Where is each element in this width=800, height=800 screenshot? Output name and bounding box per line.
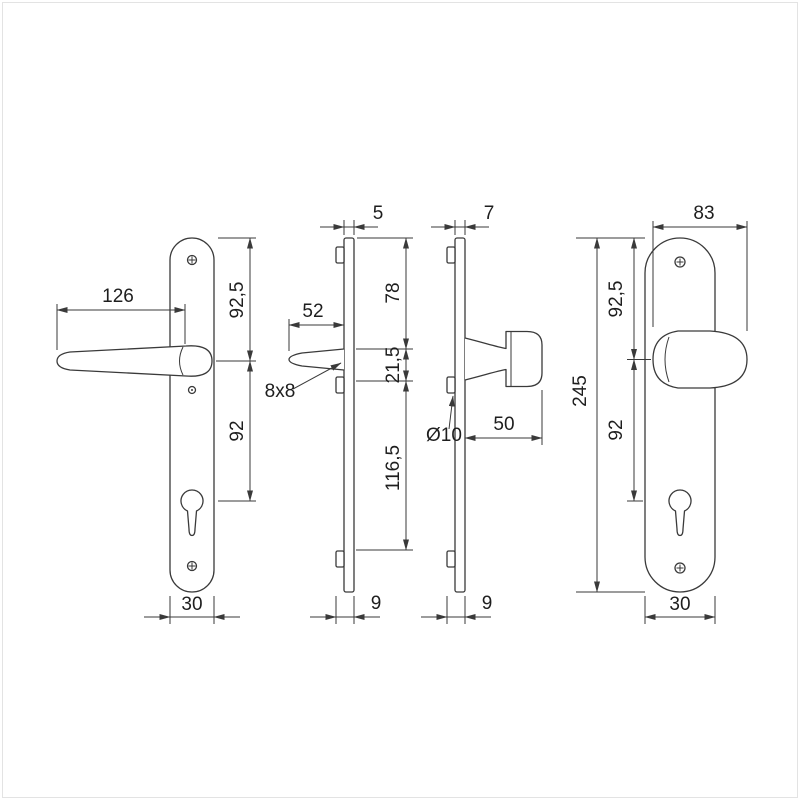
dim-knob-side-depth-label: 9	[482, 593, 493, 614]
screw-bottom-knob-icon	[674, 562, 686, 574]
fixing-boss-bottom-knob	[446, 550, 456, 568]
lever-backplate-side-outline	[343, 237, 355, 593]
dim-handle-projection-52: 52	[288, 301, 345, 351]
lever-neck-line	[179, 346, 184, 376]
knob-front-outline	[652, 330, 748, 389]
lever-side-view: 5 52 8x8 78 21,5	[265, 203, 413, 624]
knob-front-view: 83 92,5 92 30	[606, 203, 748, 624]
dim-knob-width-label: 83	[693, 203, 714, 224]
dim-overall-length-label: 245	[570, 375, 591, 407]
dim-knob-projection-label: 50	[493, 414, 514, 435]
knob-backplate-outline	[644, 237, 716, 593]
dim-lever-plate-width: 30	[144, 594, 240, 624]
dim-knob-to-cylinder-label: 92	[606, 419, 627, 440]
euro-cylinder-hole	[180, 489, 204, 537]
screw-top-knob-icon	[674, 256, 686, 268]
knob-side-view: 7 Ø10 50 9	[421, 203, 645, 624]
dim-top-to-knob-label: 92,5	[606, 281, 627, 318]
dim-spindle-8x8: 8x8	[265, 362, 342, 402]
dim-top-to-handle-side-label: 78	[383, 282, 404, 303]
fixing-boss-top	[335, 246, 345, 264]
dim-knob-side-depth-9: 9	[421, 593, 492, 624]
dim-knob-plate-thickness-label: 7	[484, 203, 495, 224]
dim-knob-plate-width-label: 30	[669, 594, 690, 615]
dim-handle-projection-label: 52	[302, 301, 323, 322]
dim-knob-plate-width-30: 30	[644, 594, 716, 624]
dim-lever-front-chain: 92,5 92	[216, 237, 256, 502]
spindle-hub	[335, 376, 345, 394]
dim-lever-length-label: 126	[102, 286, 134, 307]
lever-front-view: 126 92,5 92 30	[56, 237, 256, 624]
dim-plate-thickness-label: 5	[373, 203, 384, 224]
dim-knob-front-chain: 92,5 92	[606, 237, 651, 502]
dim-plate-thickness-7: 7	[431, 203, 494, 235]
dim-spindle-diameter: Ø10	[426, 395, 462, 446]
knob-backplate-side-outline	[454, 237, 466, 593]
euro-cylinder-hole-knob	[668, 489, 692, 537]
dim-lever-side-chain: 78 21,5 116,5	[356, 237, 413, 551]
knob-side-outline	[464, 330, 543, 388]
dim-plate-thickness-5: 5	[320, 203, 383, 235]
dim-handle-depth-label: 21,5	[383, 347, 404, 384]
dim-lever-plate-width-label: 30	[181, 594, 202, 615]
fixing-boss-top-knob	[446, 246, 456, 264]
dim-handle-to-bottom-label: 116,5	[383, 445, 404, 491]
dim-handle-to-cylinder-label: 92	[227, 420, 248, 441]
dim-overall-length-245: 245	[570, 237, 645, 593]
screw-middle-icon	[187, 385, 197, 395]
dim-spindle-diameter-label: Ø10	[426, 425, 462, 446]
screw-top-icon	[186, 254, 198, 266]
lever-handle-side-outline	[288, 348, 345, 371]
lever-backplate-outline	[169, 237, 215, 593]
dim-knob-projection-50: 50	[464, 390, 543, 445]
knob-stem-arc	[664, 336, 670, 383]
dim-top-to-handle-label: 92,5	[227, 282, 248, 319]
dim-lever-length: 126	[56, 286, 186, 350]
dim-spindle-label: 8x8	[265, 381, 296, 402]
lever-handle-outline	[56, 345, 213, 377]
screw-bottom-icon	[186, 560, 198, 572]
spindle-hub-knob	[446, 376, 456, 394]
fixing-boss-bottom	[335, 550, 345, 568]
dim-knob-width-83: 83	[652, 203, 748, 331]
dim-side-depth-9: 9	[310, 593, 381, 624]
dim-side-depth-label: 9	[371, 593, 382, 614]
